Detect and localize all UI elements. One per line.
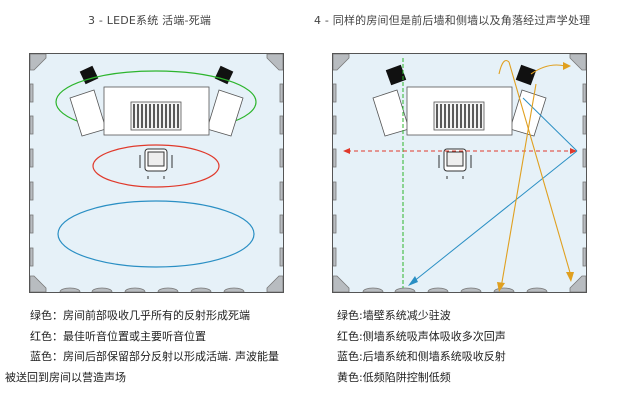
diagram-title-right: 4 - 同样的房间但是前后墙和侧墙以及角落经过声学处理: [314, 14, 591, 27]
listener-chair: [139, 148, 173, 179]
legend-left-blue: 蓝色：房间后部保留部分反射以形成活端. 声波能量: [30, 350, 279, 363]
side-wall-panels-right: [279, 83, 283, 267]
corner-trap-top-right: [266, 54, 283, 71]
live-end-zone-blue: [57, 200, 255, 268]
side-wall-panels-right: [582, 83, 586, 267]
legend-left-red: 红色：最佳听音位置或主要听音位置: [30, 330, 206, 343]
room-diagram-lede: [29, 53, 284, 293]
mixing-console: [372, 86, 547, 137]
corner-trap-top-right: [569, 54, 586, 71]
listener-chair: [438, 148, 472, 179]
side-wall-panels-left: [333, 83, 337, 267]
mixing-console: [69, 86, 244, 137]
room-floorplan-right: [333, 54, 586, 292]
legend-left-blue-cont: 被送回到房间以营造声场: [5, 371, 126, 384]
legend-right-yellow: 黄色:低频陷阱控制低频: [337, 371, 451, 384]
rear-wall-panels: [59, 287, 245, 292]
corner-trap-top-left: [333, 54, 350, 71]
legend-right-red: 红色:侧墙系统吸声体吸收多次回声: [337, 330, 506, 343]
legend-right-blue: 蓝色:后墙系统和侧墙系统吸收反射: [337, 350, 506, 363]
side-wall-panels-left: [30, 83, 34, 267]
room-floorplan-left: [30, 54, 283, 292]
speaker-right: [515, 64, 537, 86]
speaker-left: [385, 64, 407, 86]
corner-trap-bottom-right: [569, 275, 586, 292]
corner-trap-bottom-right: [266, 275, 283, 292]
bass-trap-path-yellow: [497, 59, 574, 292]
speaker-left: [79, 65, 99, 85]
speaker-right: [214, 65, 234, 85]
corner-trap-bottom-left: [333, 275, 350, 292]
corner-trap-top-left: [30, 54, 47, 71]
diagram-title-left: 3 - LEDE系统 活端-死端: [88, 14, 212, 27]
legend-right-green: 绿色:墙壁系统减少驻波: [337, 309, 451, 322]
room-diagram-treated: [332, 53, 587, 293]
echo-arrow-red: [343, 148, 577, 154]
corner-trap-bottom-left: [30, 275, 47, 292]
listening-position-zone-red: [92, 144, 220, 188]
legend-left-green: 绿色：房间前部吸收几乎所有的反射形成死端: [30, 309, 250, 322]
